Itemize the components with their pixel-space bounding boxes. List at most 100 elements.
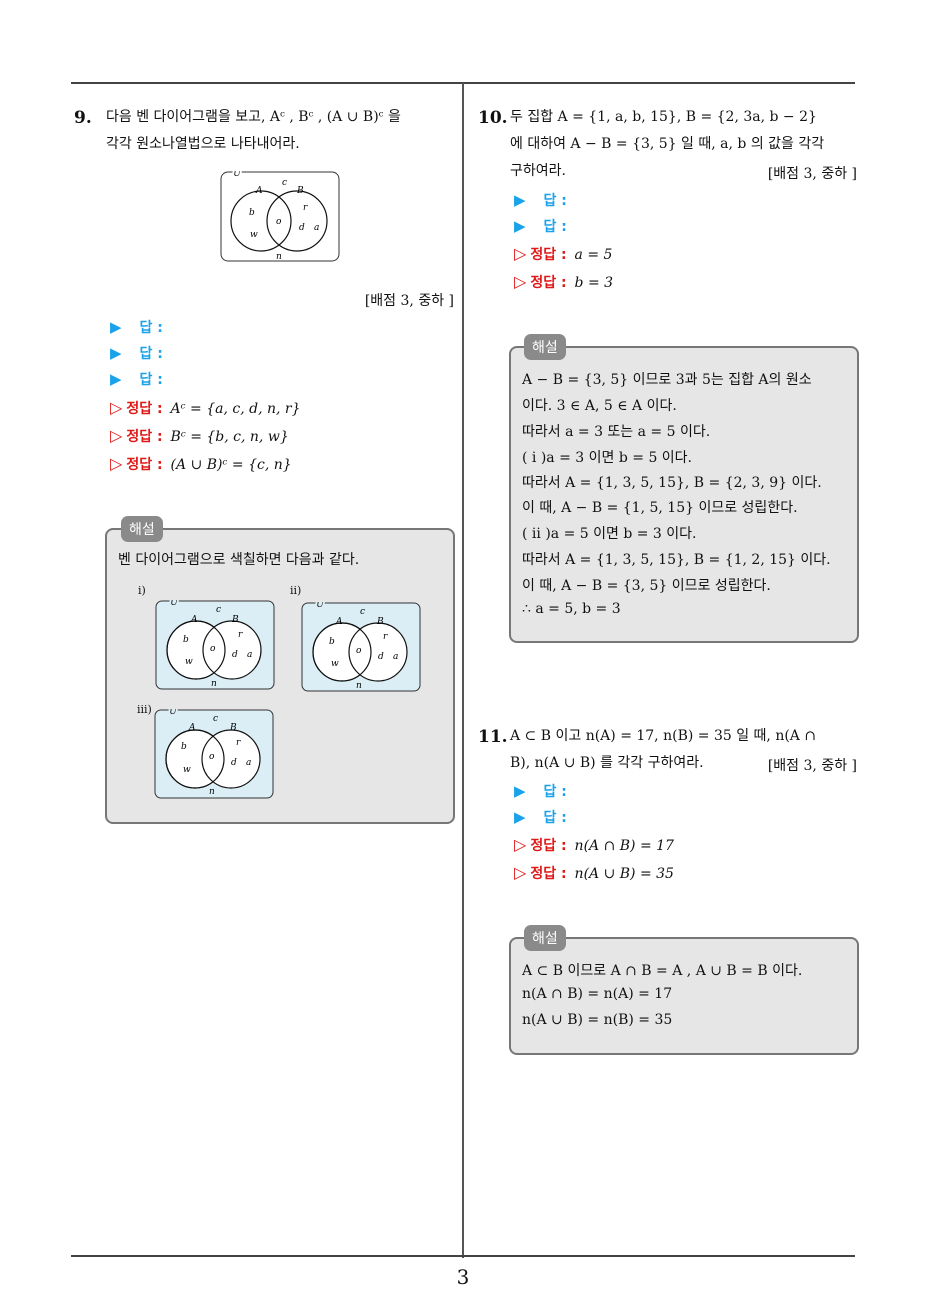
q11-explanation-line: A ⊂ B 이므로 A ∩ B = A , A ∪ B = B 이다. [522, 963, 803, 979]
q11-explanation-line: n(A ∩ B) = n(A) = 17 [522, 986, 673, 1002]
q11-number: 11. [478, 727, 508, 747]
triangle-outline-icon: ▷ [110, 426, 123, 445]
venn-o: o [209, 752, 215, 762]
play-icon: ▶ [514, 217, 526, 235]
play-icon: ▶ [514, 782, 526, 800]
q10-text-line2: 에 대하여 A − B = {3, 5} 일 때, a, b 의 값을 각각 [510, 136, 825, 152]
q10-text-line3: 구하여라. [510, 163, 566, 179]
venn-a: a [246, 758, 251, 768]
q11-explanation-box [509, 937, 859, 1055]
bottom-rule [71, 1255, 855, 1257]
venn-A: A [188, 723, 196, 733]
venn-w: w [250, 230, 258, 240]
venn-w: w [331, 659, 339, 669]
q10-solution-2: ▷정답 :b = 3 [514, 272, 614, 291]
q9-meta: [배점 3, 중하 ] [364, 293, 454, 309]
venn-c: c [282, 178, 287, 188]
sub-label-i: i) [138, 584, 146, 597]
q10-explanation-line: ( ii )a = 5 이면 b = 3 이다. [522, 526, 697, 542]
venn-a: a [314, 223, 319, 233]
q10-explanation-line: 따라서 A = {1, 3, 5, 15}, B = {2, 3, 9} 이다. [522, 475, 822, 491]
venn-d: d [232, 650, 238, 660]
venn-n: n [211, 679, 217, 689]
venn-w: w [185, 657, 193, 667]
venn-d: d [231, 758, 237, 768]
q10-explanation-line: 따라서 A = {1, 3, 5, 15}, B = {1, 2, 15} 이다… [522, 552, 831, 568]
venn-B: B [296, 186, 304, 196]
play-icon: ▶ [110, 318, 122, 336]
q10-answer-1[interactable]: ▶답 : [514, 191, 567, 209]
q10-explanation-box [509, 346, 859, 643]
venn-a: a [247, 650, 252, 660]
q9-answer-3[interactable]: ▶답 : [110, 370, 163, 388]
venn-A: A [190, 615, 198, 625]
q11-explanation-line: n(A ∪ B) = n(B) = 35 [522, 1012, 673, 1028]
play-icon: ▶ [110, 370, 122, 388]
q9-number: 9. [74, 108, 92, 128]
q9-explanation-text: 벤 다이어그램으로 색칠하면 다음과 같다. [118, 552, 360, 568]
q10-answer-2[interactable]: ▶답 : [514, 217, 567, 235]
q9-venn-diagram: U c A B b r o d a w n [220, 171, 340, 262]
venn-shaded-ii: U c A B b r o d a w n [301, 602, 421, 692]
triangle-outline-icon: ▷ [514, 272, 527, 291]
venn-B: B [376, 617, 384, 627]
venn-r: r [383, 632, 388, 642]
venn-d: d [378, 652, 384, 662]
q11-text-line2: B), n(A ∪ B) 를 각각 구하여라. [510, 755, 704, 771]
triangle-outline-icon: ▷ [110, 454, 123, 473]
venn-b: b [183, 635, 189, 645]
venn-o: o [276, 217, 282, 227]
q10-text-line1: 두 집합 A = {1, a, b, 15}, B = {2, 3a, b − … [510, 109, 817, 125]
q10-explanation-line: A − B = {3, 5} 이므로 3과 5는 집합 A의 원소 [522, 372, 812, 388]
venn-b: b [181, 742, 187, 752]
q10-number: 10. [478, 108, 508, 128]
venn-b: b [329, 637, 335, 647]
venn-n: n [276, 252, 282, 262]
venn-A: A [335, 617, 343, 627]
venn-B: B [231, 615, 239, 625]
sub-label-iii: iii) [137, 703, 152, 716]
venn-n: n [356, 681, 362, 691]
q10-explanation-line: 이 때, A − B = {3, 5} 이므로 성립한다. [522, 578, 771, 594]
play-icon: ▶ [514, 191, 526, 209]
q11-answer-2[interactable]: ▶답 : [514, 808, 567, 826]
triangle-outline-icon: ▷ [110, 398, 123, 417]
column-divider [462, 83, 464, 1258]
q10-explanation-tag: 해설 [524, 334, 566, 360]
venn-a: a [393, 652, 398, 662]
q11-text-line1: A ⊂ B 이고 n(A) = 17, n(B) = 35 일 때, n(A ∩ [510, 728, 817, 744]
venn-U: U [316, 602, 324, 610]
q10-explanation-line: 따라서 a = 3 또는 a = 5 이다. [522, 424, 711, 440]
q10-explanation-line: ( i )a = 3 이면 b = 5 이다. [522, 450, 693, 466]
play-icon: ▶ [514, 808, 526, 826]
venn-U: U [169, 709, 177, 717]
q11-explanation-tag: 해설 [524, 925, 566, 951]
venn-A: A [255, 186, 263, 196]
triangle-outline-icon: ▷ [514, 863, 527, 882]
venn-shaded-iii: U c A B b r o d a w n [154, 709, 274, 799]
q9-solution-1: ▷정답 :Aᶜ = {a, c, d, n, r} [110, 398, 301, 417]
play-icon: ▶ [110, 344, 122, 362]
venn-shaded-i: U c A B b r o d a w n [155, 600, 275, 690]
page-number: 3 [456, 1265, 470, 1289]
venn-c: c [216, 605, 221, 615]
q10-explanation-line: ∴ a = 5, b = 3 [522, 601, 621, 617]
q9-answer-1[interactable]: ▶답 : [110, 318, 163, 336]
q11-meta: [배점 3, 중하 ] [767, 758, 857, 774]
sub-label-ii: ii) [290, 584, 302, 597]
venn-w: w [183, 765, 191, 775]
q11-solution-1: ▷정답 :n(A ∩ B) = 17 [514, 835, 674, 854]
q9-text-line2: 각각 원소나열법으로 나타내어라. [106, 136, 300, 152]
q9-explanation-tag: 해설 [121, 516, 163, 542]
q9-answer-2[interactable]: ▶답 : [110, 344, 163, 362]
venn-b: b [249, 208, 255, 218]
triangle-outline-icon: ▷ [514, 244, 527, 263]
venn-o: o [356, 646, 362, 656]
q9-solution-3: ▷정답 :(A ∪ B)ᶜ = {c, n} [110, 454, 292, 473]
q10-explanation-line: 이다. 3 ∈ A, 5 ∈ A 이다. [522, 398, 677, 414]
q11-answer-1[interactable]: ▶답 : [514, 782, 567, 800]
q10-meta: [배점 3, 중하 ] [767, 166, 857, 182]
q11-solution-2: ▷정답 :n(A ∪ B) = 35 [514, 863, 674, 882]
triangle-outline-icon: ▷ [514, 835, 527, 854]
q10-explanation-line: 이 때, A − B = {1, 5, 15} 이므로 성립한다. [522, 500, 798, 516]
